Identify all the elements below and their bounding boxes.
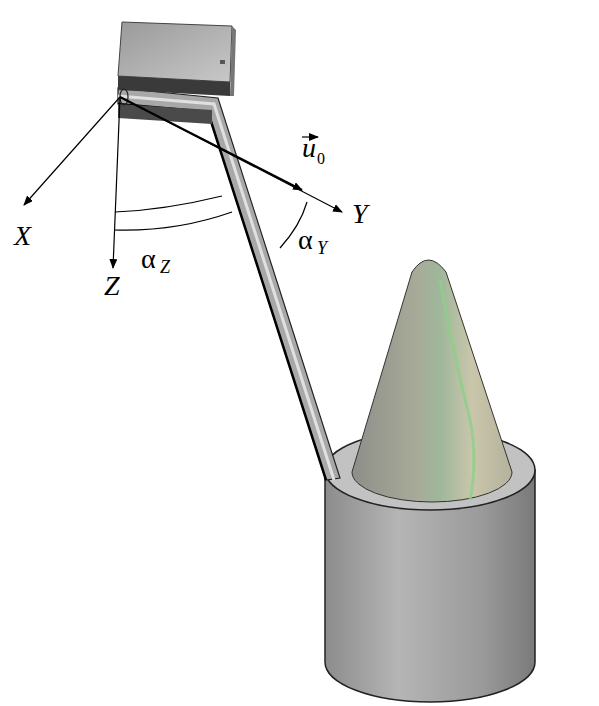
angle-subscript: Z [160,258,170,276]
vector-subscript: 0 [317,151,325,167]
angle-symbol: α [298,226,313,254]
probe-housing [118,22,236,124]
cone-workpiece [352,260,512,502]
vector-symbol: u [302,134,316,162]
axis-label: Z [104,272,120,300]
angle-subscript: Y [317,239,327,257]
axis-label: X [14,222,31,250]
probe-rod [118,88,340,480]
angle-symbol: α [141,245,156,273]
coordinate-axes [24,97,342,268]
axis-label: Y [352,200,368,228]
